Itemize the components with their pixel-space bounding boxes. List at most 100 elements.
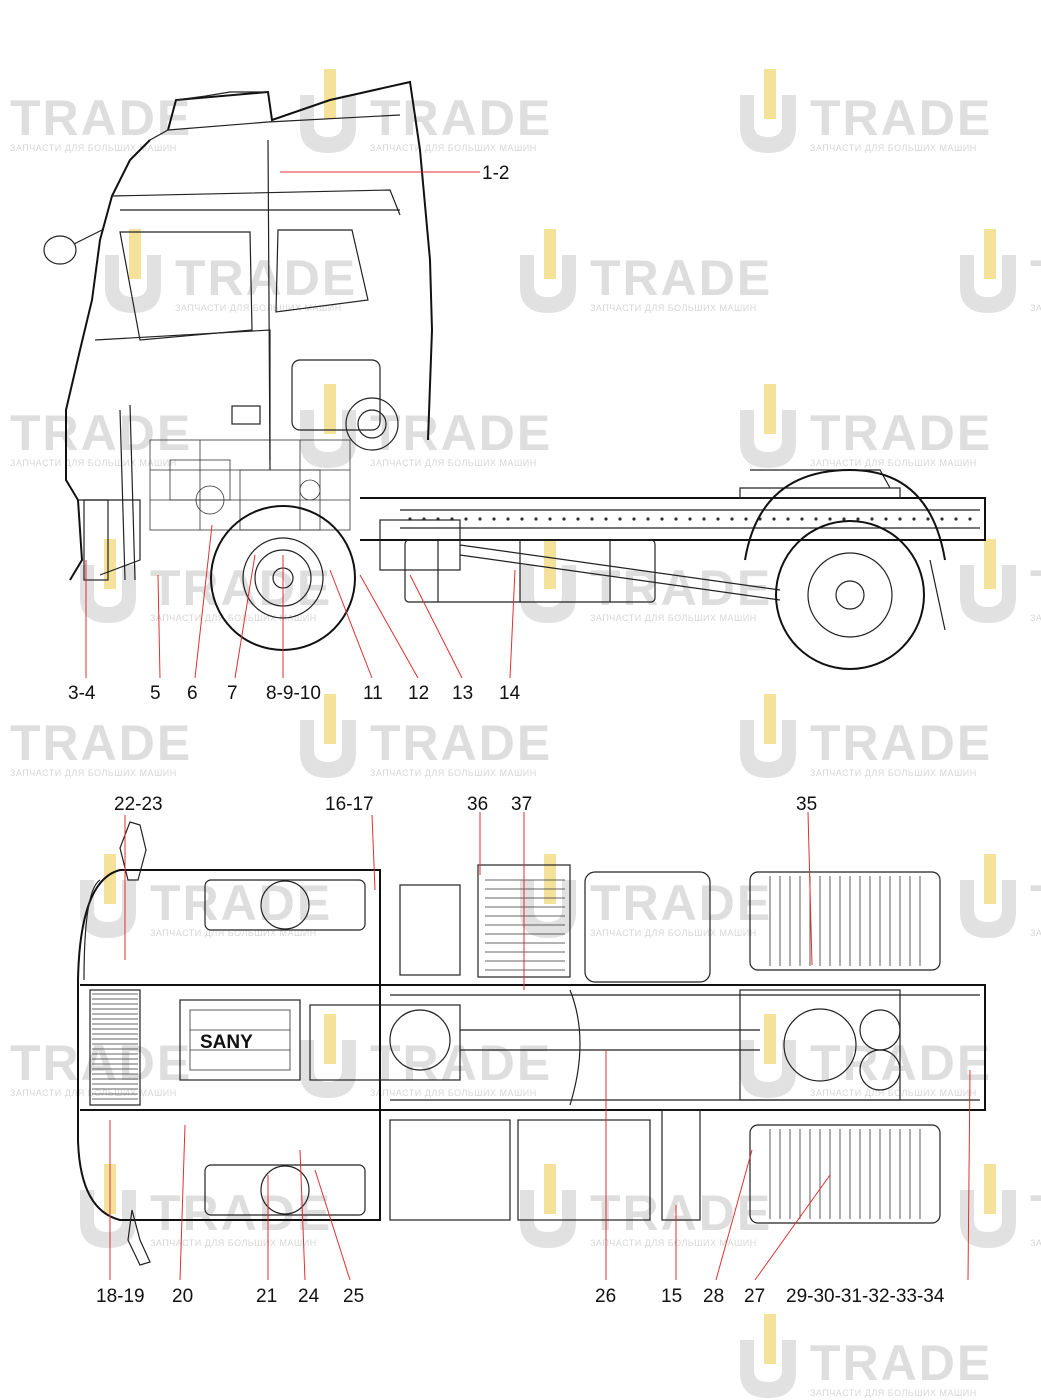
callout-top-0: 22-23 bbox=[114, 794, 163, 815]
callout-side-9: 14 bbox=[499, 683, 521, 704]
callout-top-4: 35 bbox=[796, 794, 817, 815]
watermark-tagline: ЗАПЧАСТИ ДЛЯ БОЛЬШИХ МАШИН bbox=[590, 303, 757, 313]
watermark-tagline: ЗАПЧАСТИ ДЛЯ БОЛЬШИХ МАШИН bbox=[150, 928, 317, 938]
callout-side-1: 3-4 bbox=[68, 683, 96, 704]
watermark-brand: TRADE bbox=[1030, 875, 1041, 931]
watermark-brand: TRADE bbox=[370, 1035, 552, 1091]
callout-top-12: 28 bbox=[703, 1286, 724, 1307]
watermark-brand: TRADE bbox=[175, 250, 357, 306]
callout-side-4: 7 bbox=[227, 683, 238, 704]
callout-top-14: 29-30-31-32-33-34 bbox=[786, 1286, 945, 1307]
watermark-brand: TRADE bbox=[370, 715, 552, 771]
callout-top-7: 21 bbox=[256, 1286, 277, 1307]
watermark-brand: TRADE bbox=[370, 405, 552, 461]
watermark-brand: TRADE bbox=[1030, 250, 1041, 306]
watermark-tagline: ЗАПЧАСТИ ДЛЯ БОЛЬШИХ МАШИН bbox=[175, 303, 342, 313]
watermark-brand: TRADE bbox=[810, 405, 992, 461]
top-view-callouts: 22-23 16-17 36 37 35 18-19 20 21 24 25 2… bbox=[96, 794, 945, 1307]
callout-side-0: 1-2 bbox=[482, 163, 509, 184]
callout-side-7: 12 bbox=[408, 683, 429, 704]
watermark-brand: TRADE bbox=[1030, 560, 1041, 616]
callout-top-2: 36 bbox=[467, 794, 488, 815]
watermark-brand: TRADE bbox=[150, 875, 332, 931]
callout-top-1: 16-17 bbox=[325, 794, 374, 815]
callout-side-8: 13 bbox=[452, 683, 473, 704]
watermark-tagline: ЗАПЧАСТИ ДЛЯ БОЛЬШИХ МАШИН bbox=[810, 1088, 977, 1098]
callout-top-5: 18-19 bbox=[96, 1286, 145, 1307]
watermark-brand: TRADE bbox=[810, 90, 992, 146]
watermark-brand: TRADE bbox=[590, 1185, 772, 1241]
watermark-tagline: ЗАПЧАСТИ ДЛЯ БОЛЬШИХ МАШИН bbox=[590, 928, 757, 938]
watermark-tagline: ЗАПЧАСТИ ДЛЯ БОЛЬШИХ МАШИН bbox=[150, 613, 317, 623]
callout-top-13: 27 bbox=[744, 1286, 765, 1307]
callout-top-9: 25 bbox=[343, 1286, 364, 1307]
watermark-brand: TRADE bbox=[810, 715, 992, 771]
watermark-tagline: ЗАПЧАСТИ ДЛЯ БОЛЬШИХ МАШИН bbox=[10, 768, 177, 778]
watermark-tagline: ЗАПЧАСТИ ДЛЯ БОЛЬШИХ МАШИН bbox=[370, 143, 537, 153]
watermark-brand: TRADE bbox=[590, 250, 772, 306]
engine-brand-label: SANY bbox=[200, 1032, 253, 1053]
side-view-drawing bbox=[43, 80, 986, 670]
watermark-brand: TRADE bbox=[590, 875, 772, 931]
watermark-brand: TRADE bbox=[590, 560, 772, 616]
callout-top-11: 15 bbox=[661, 1286, 682, 1307]
watermark-tagline: ЗАПЧАСТИ ДЛЯ БОЛЬШИХ МАШИН bbox=[810, 143, 977, 153]
callout-side-2: 5 bbox=[150, 683, 161, 704]
watermark-brand: TRADE bbox=[10, 90, 192, 146]
watermark-tagline: ЗАПЧАСТИ ДЛЯ БОЛЬШИХ МАШИН bbox=[1030, 928, 1041, 938]
watermark-tagline: ЗАПЧАСТИ ДЛЯ БОЛЬШИХ МАШИН bbox=[10, 458, 177, 468]
watermark-brand: TRADE bbox=[810, 1035, 992, 1091]
watermark-tagline: ЗАПЧАСТИ ДЛЯ БОЛЬШИХ МАШИН bbox=[10, 143, 177, 153]
watermark-tagline: ЗАПЧАСТИ ДЛЯ БОЛЬШИХ МАШИН bbox=[590, 613, 757, 623]
watermark-brand: TRADE bbox=[810, 1335, 992, 1391]
watermark-brand: TRADE bbox=[150, 560, 332, 616]
top-view-drawing: SANY bbox=[77, 821, 986, 1266]
watermark-tagline: ЗАПЧАСТИ ДЛЯ БОЛЬШИХ МАШИН bbox=[10, 1088, 177, 1098]
watermark-brand: TRADE bbox=[1030, 1185, 1041, 1241]
watermark-brand: TRADE bbox=[10, 405, 192, 461]
side-view-callouts: 1-2 3-4 5 6 7 8-9-10 11 12 13 14 bbox=[68, 163, 521, 704]
callout-top-6: 20 bbox=[172, 1286, 193, 1307]
callout-side-3: 6 bbox=[187, 683, 198, 704]
watermark-tagline: ЗАПЧАСТИ ДЛЯ БОЛЬШИХ МАШИН bbox=[1030, 303, 1041, 313]
callout-top-8: 24 bbox=[298, 1286, 320, 1307]
callout-side-5: 8-9-10 bbox=[266, 683, 321, 704]
watermark-tagline: ЗАПЧАСТИ ДЛЯ БОЛЬШИХ МАШИН bbox=[810, 1388, 977, 1398]
watermark-tagline: ЗАПЧАСТИ ДЛЯ БОЛЬШИХ МАШИН bbox=[590, 1238, 757, 1248]
watermark-tagline: ЗАПЧАСТИ ДЛЯ БОЛЬШИХ МАШИН bbox=[370, 458, 537, 468]
watermark-tagline: ЗАПЧАСТИ ДЛЯ БОЛЬШИХ МАШИН bbox=[150, 1238, 317, 1248]
callout-side-6: 11 bbox=[363, 683, 383, 704]
watermark-brand: TRADE bbox=[370, 90, 552, 146]
watermark-tagline: ЗАПЧАСТИ ДЛЯ БОЛЬШИХ МАШИН bbox=[810, 458, 977, 468]
watermark-brand: TRADE bbox=[10, 1035, 192, 1091]
watermark-tagline: ЗАПЧАСТИ ДЛЯ БОЛЬШИХ МАШИН bbox=[810, 768, 977, 778]
leader-lines bbox=[85, 171, 971, 1281]
watermark-brand: TRADE bbox=[150, 1185, 332, 1241]
watermark-tagline: ЗАПЧАСТИ ДЛЯ БОЛЬШИХ МАШИН bbox=[370, 768, 537, 778]
callout-top-10: 26 bbox=[595, 1286, 616, 1307]
